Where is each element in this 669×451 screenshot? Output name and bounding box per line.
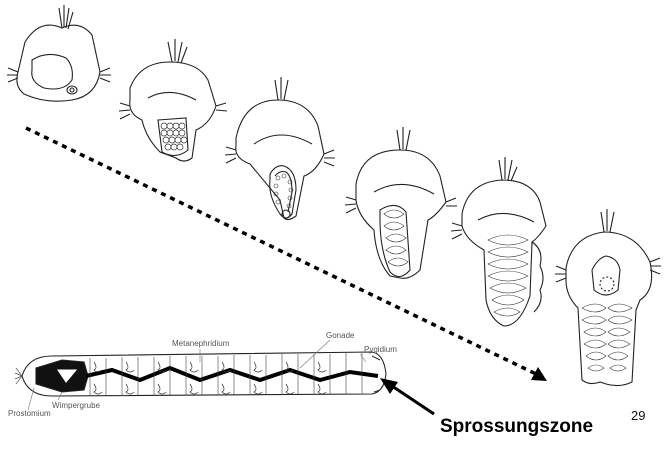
label-pygidium: Pygidium <box>364 345 397 354</box>
segment-rings-4 <box>383 209 409 267</box>
label-prostomium: Prostomium <box>8 409 51 418</box>
segment-rings-5 <box>487 234 529 317</box>
worm-nephridia <box>93 361 327 395</box>
sprossungszone-arrow <box>380 378 435 416</box>
development-arrow <box>25 126 547 381</box>
page-number: 29 <box>631 408 645 423</box>
label-metanephridium: Metanephridium <box>172 339 230 348</box>
larva-stage-3 <box>224 77 335 221</box>
larva-stage-4 <box>344 127 457 279</box>
label-sprossungszone: Sprossungszone <box>440 416 593 437</box>
larva-stage-1 <box>7 5 111 102</box>
worm-segment-lines <box>89 353 363 396</box>
larva-stage-6 <box>555 209 661 387</box>
larva-stage-5 <box>450 157 547 327</box>
segment-rings-6 <box>581 303 633 372</box>
label-gonade: Gonade <box>326 331 355 340</box>
larva-stage-2 <box>118 39 228 162</box>
segment-rings-2 <box>160 122 188 151</box>
label-wimpergrube: Wimpergrube <box>52 401 101 410</box>
segment-rings-3 <box>273 173 294 209</box>
adult-worm <box>14 339 387 411</box>
